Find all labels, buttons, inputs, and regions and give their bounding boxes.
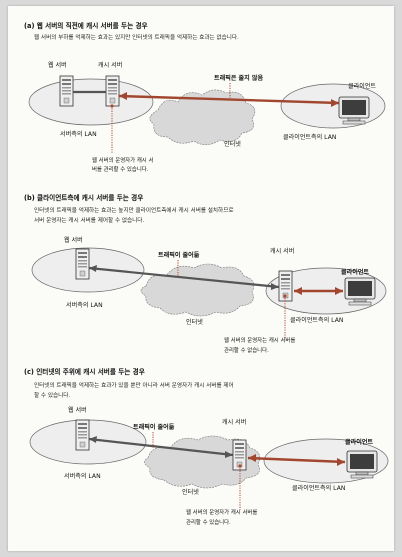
section-a: (a) 웹 서버의 직전에 캐시 서버를 두는 경우 웹 서버의 부하를 억제하… bbox=[24, 21, 386, 173]
internet-label: 인터넷 bbox=[182, 488, 199, 496]
web-server-label: 웹 서버 bbox=[68, 406, 87, 414]
web-cache-link bbox=[88, 437, 234, 457]
diagram: (a) 웹 서버의 직전에 캐시 서버를 두는 경우 웹 서버의 부하를 억제하… bbox=[24, 21, 389, 526]
section-b-heading: (b) 클라이언트측에 캐시 서버를 두는 경우 bbox=[24, 193, 143, 202]
admin-note-line2: 관리할 수 없습니다. bbox=[224, 346, 269, 354]
traffic-arrowhead-right bbox=[337, 458, 345, 466]
section-c-heading: (c) 인터넷의 주위에 캐시 서버를 두는 경우 bbox=[24, 367, 145, 376]
traffic-label: 트래픽이 줄어듦 bbox=[158, 251, 200, 259]
section-c-description-line1: 인터넷의 트래픽을 억제하는 효과가 있을 뿐만 아니라 서버 운영자가 캐시 … bbox=[34, 381, 234, 389]
traffic-arrow bbox=[247, 456, 346, 464]
admin-note-line1: 웹 서버의 운영자가 캐시 서 bbox=[92, 156, 153, 164]
traffic-label: 트래픽이 줄어듦 bbox=[133, 423, 175, 431]
traffic-arrowhead-left bbox=[119, 92, 127, 100]
web-server-label: 웹 서버 bbox=[64, 236, 83, 244]
internet-cloud bbox=[140, 263, 255, 317]
link-arrowhead-right bbox=[225, 451, 233, 458]
web-server-label: 웹 서버 bbox=[48, 61, 67, 69]
note-pointer-dot bbox=[283, 294, 287, 298]
web-server-icon bbox=[59, 75, 74, 107]
internet-label: 인터넷 bbox=[224, 140, 241, 148]
server-lan-ellipse bbox=[28, 78, 154, 126]
web-cache-link bbox=[88, 266, 280, 289]
cache-server-label: 캐시 서버 bbox=[222, 418, 246, 426]
book-page: (a) 웹 서버의 직전에 캐시 서버를 두는 경우 웹 서버의 부하를 억제하… bbox=[8, 6, 394, 551]
server-lan-label: 서버측의 LAN bbox=[66, 301, 103, 309]
cache-server-label: 캐시 서버 bbox=[270, 247, 294, 255]
cache-server-label: 캐시 서버 bbox=[98, 61, 122, 69]
client-label: 클라이언트 bbox=[345, 438, 373, 446]
section-c: (c) 인터넷의 주위에 캐시 서버를 두는 경우 인터넷의 트래픽을 억제하는… bbox=[24, 367, 389, 526]
traffic-arrowhead-right bbox=[331, 99, 339, 107]
client-lan-label: 클라이언트측의 LAN bbox=[290, 316, 343, 324]
internet-label: 인터넷 bbox=[186, 318, 203, 326]
section-b: (b) 클라이언트측에 캐시 서버를 두는 경우 인터넷의 트래픽을 억제하는 … bbox=[24, 193, 387, 354]
section-b-description-line1: 인터넷의 트래픽을 억제하는 효과는 높지만 클라이언트측에서 캐시 서버를 설… bbox=[34, 206, 234, 214]
admin-note-line1: 웹 서버의 운영자는 캐시 서버를 bbox=[224, 336, 295, 344]
link-arrowhead-right bbox=[271, 283, 279, 290]
server-lan-label: 서버측의 LAN bbox=[64, 472, 101, 480]
traffic-arrowhead-left bbox=[248, 454, 256, 462]
section-c-description-line2: 할 수 있습니다. bbox=[34, 391, 70, 399]
section-b-description-line2: 서버 운영자는 캐시 서버를 제어할 수 없습니다. bbox=[34, 216, 144, 224]
admin-note-line2: 버를 관리할 수 있습니다. bbox=[92, 165, 149, 173]
traffic-arrowhead-left bbox=[294, 287, 302, 295]
web-server-icon bbox=[75, 419, 90, 451]
link-arrowhead-left bbox=[89, 436, 97, 443]
client-label: 클라이언트 bbox=[348, 82, 376, 90]
traffic-label: 트래픽은 줄지 않음 bbox=[214, 74, 263, 82]
admin-note-line2: 관리할 수 있습니다. bbox=[186, 518, 231, 526]
internet-cloud bbox=[149, 89, 256, 146]
client-label: 클라이언트 bbox=[341, 268, 369, 276]
note-pointer-dot bbox=[238, 464, 242, 468]
server-lan-label: 서버측의 LAN bbox=[60, 130, 97, 138]
traffic-arrowhead-right bbox=[335, 287, 343, 295]
note-pointer-dot bbox=[110, 104, 114, 108]
cache-server-icon bbox=[105, 75, 120, 107]
admin-note-line1: 웹 서버의 운영자가 캐시 서버를 bbox=[186, 508, 257, 516]
section-a-heading: (a) 웹 서버의 직전에 캐시 서버를 두는 경우 bbox=[24, 21, 148, 30]
link-arrowhead-left bbox=[89, 265, 97, 272]
section-a-description: 웹 서버의 부하를 억제하는 효과는 있지만 인터넷의 트래픽을 억제하는 효과… bbox=[34, 33, 239, 41]
web-server-icon bbox=[75, 248, 90, 280]
traffic-arrow bbox=[118, 94, 340, 105]
client-lan-label: 클라이언트측의 LAN bbox=[283, 133, 336, 141]
client-lan-label: 클라이언트측의 LAN bbox=[292, 484, 345, 492]
